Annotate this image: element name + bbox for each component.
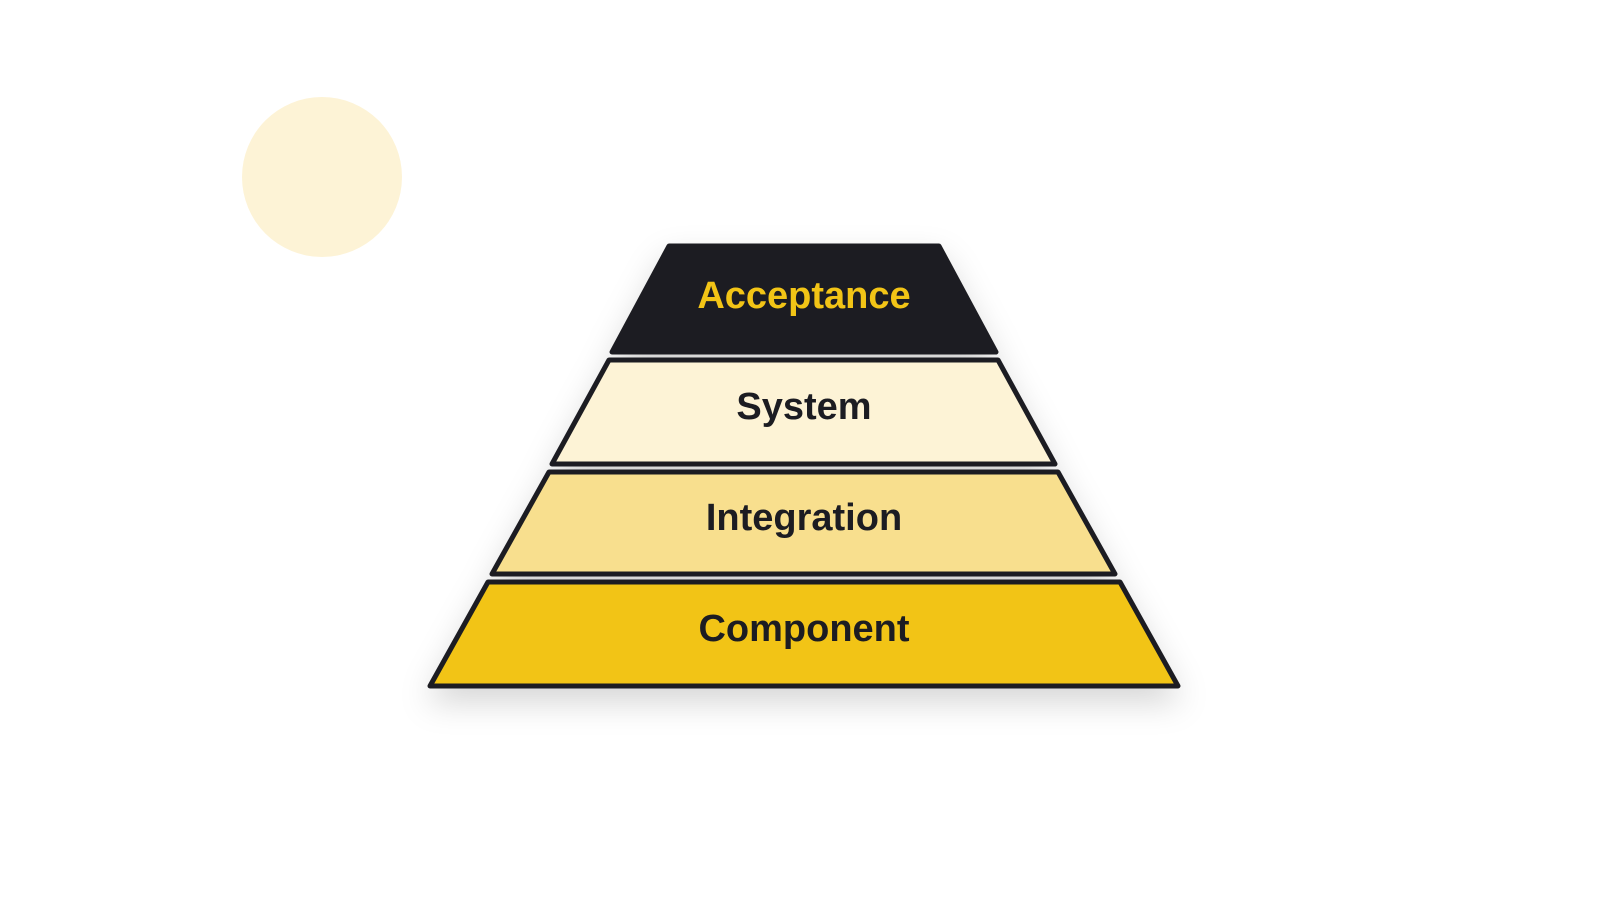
pyramid-label-component: Component (698, 608, 909, 650)
pyramid-tier-component-shape (427, 579, 1181, 689)
pyramid-group: Acceptance System Integration Component (427, 243, 1181, 689)
pyramid-label-acceptance: Acceptance (697, 275, 910, 317)
pyramid-tier-acceptance-shape (609, 243, 999, 355)
pyramid-tier-integration-shape (489, 469, 1118, 577)
decorative-circle (242, 97, 402, 257)
pyramid-level-component[interactable]: Component (427, 579, 1181, 689)
pyramid-label-system: System (736, 386, 871, 428)
pyramid-label-integration: Integration (706, 497, 902, 539)
pyramid-tier-system-shape (549, 357, 1058, 467)
pyramid-level-acceptance[interactable]: Acceptance (609, 243, 999, 355)
pyramid-level-integration[interactable]: Integration (489, 469, 1118, 577)
pyramid-level-system[interactable]: System (549, 357, 1058, 467)
